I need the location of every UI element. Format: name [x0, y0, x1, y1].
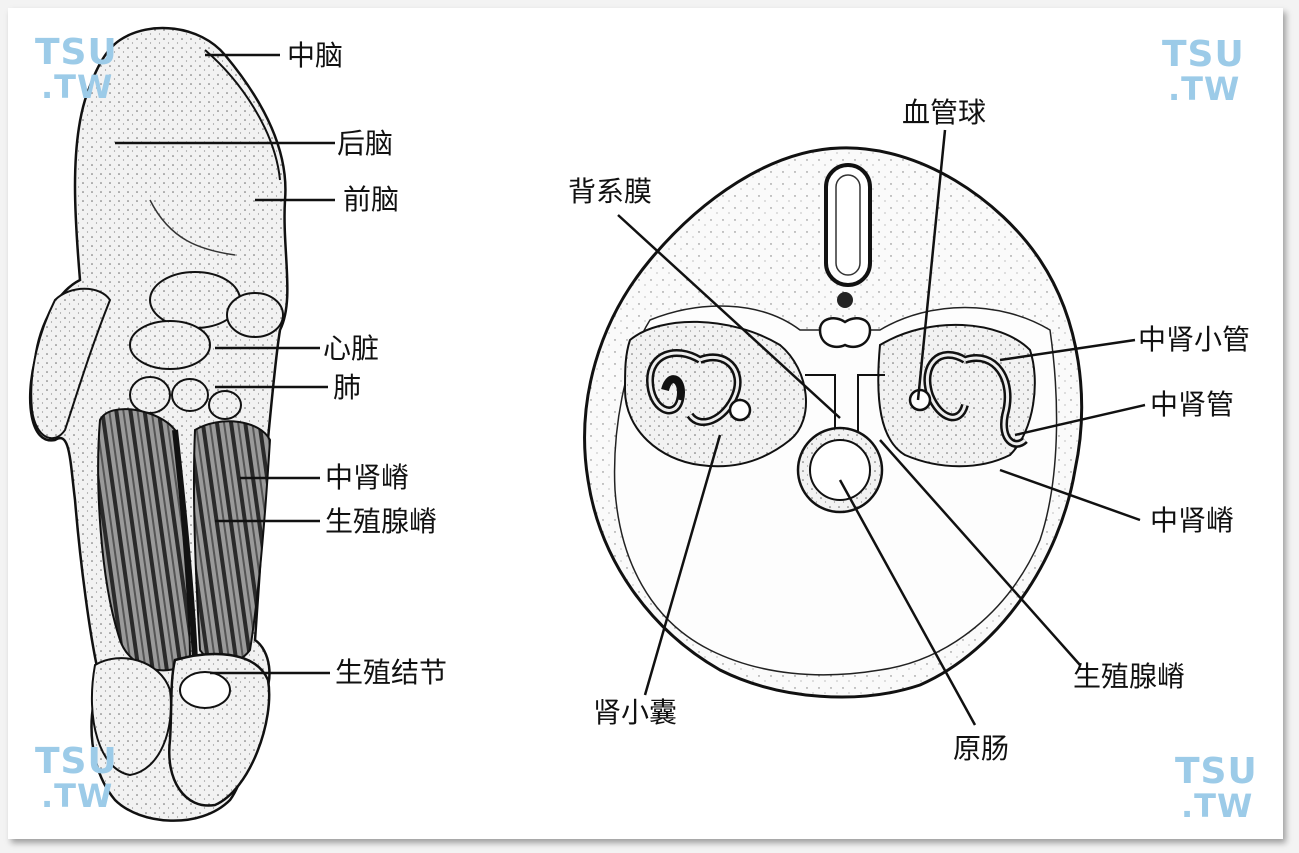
- label-mesonephric-ridge-right: 中肾嵴: [1150, 504, 1235, 537]
- label-genital-ridge-right: 生殖腺嵴: [1073, 660, 1186, 693]
- label-lung: 肺: [333, 371, 362, 404]
- label-glomerulus: 血管球: [902, 96, 987, 129]
- genital-ridge: [192, 420, 272, 665]
- label-primitive-gut: 原肠: [953, 732, 1010, 765]
- right-mesonephric-ridge: [877, 323, 1036, 468]
- genital-tubercle: [91, 652, 271, 807]
- aorta: [818, 317, 872, 349]
- embryo-figure: [29, 26, 289, 822]
- right-glomerulus: [908, 388, 932, 412]
- heart: [129, 271, 284, 370]
- label-mesonephric-tubule: 中肾小管: [1138, 323, 1251, 356]
- label-mesonephric-duct: 中肾管: [1150, 388, 1235, 421]
- label-midbrain: 中脑: [287, 39, 344, 72]
- limb-bud: [30, 287, 112, 440]
- label-dorsal-mesentery: 背系膜: [568, 175, 653, 208]
- watermark-bottom-left: TSU.TW: [35, 741, 118, 815]
- label-mesonephric-ridge-left: 中肾嵴: [325, 461, 410, 494]
- watermark-top-right: TSU.TW: [1162, 34, 1245, 108]
- cross-section-figure: [583, 146, 1084, 699]
- label-genital-ridge-left: 生殖腺嵴: [325, 505, 438, 538]
- label-forebrain: 前脑: [343, 183, 400, 216]
- right-leader-lines: [617, 129, 1146, 726]
- watermark-bottom-right: TSU.TW: [1175, 751, 1258, 825]
- left-glomerulus: [728, 398, 752, 422]
- label-hindbrain: 后脑: [337, 127, 394, 160]
- label-heart: 心脏: [323, 332, 380, 365]
- left-leader-lines: [115, 53, 335, 675]
- watermark-top-left: TSU.TW: [35, 32, 118, 106]
- notochord: [837, 292, 853, 308]
- label-genital-tubercle: 生殖结节: [335, 656, 448, 689]
- label-renal-capsule: 肾小囊: [593, 696, 678, 729]
